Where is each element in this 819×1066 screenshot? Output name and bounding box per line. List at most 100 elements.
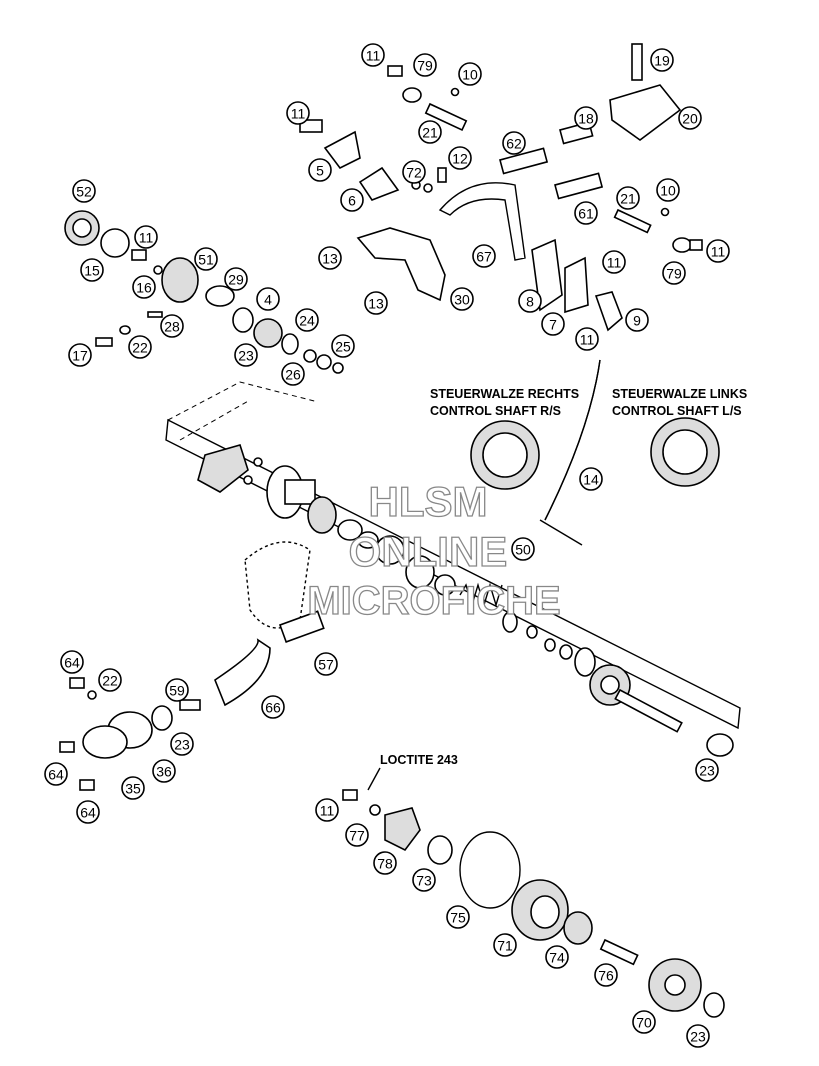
callout-number-11: 11	[139, 230, 154, 246]
callout-number-11: 11	[711, 244, 726, 260]
control-shaft-left	[650, 417, 720, 487]
callout-number-74: 74	[549, 950, 565, 966]
callout-number-57: 57	[318, 657, 334, 673]
callout-circle-23	[686, 1024, 710, 1048]
callout-circle-30	[450, 287, 474, 311]
callout-circle-9	[625, 308, 649, 332]
callout-number-50: 50	[515, 542, 531, 558]
callout-circle-28	[160, 314, 184, 338]
callout-circle-18	[574, 106, 598, 130]
callout-number-4: 4	[264, 292, 272, 308]
callout-circle-23	[695, 758, 719, 782]
callout-circle-52	[72, 179, 96, 203]
callout-number-23: 23	[174, 737, 190, 753]
callout-circle-25	[331, 334, 355, 358]
callout-number-23: 23	[699, 763, 715, 779]
callout-circle-77	[345, 823, 369, 847]
callout-circle-11	[315, 798, 339, 822]
control-shaft-left-de-label: STEUERWALZE LINKS	[612, 387, 747, 401]
left-cluster	[64, 210, 344, 374]
callout-number-11: 11	[320, 803, 335, 819]
callout-number-78: 78	[377, 856, 393, 872]
callout-number-17: 17	[72, 348, 88, 364]
callout-circle-67	[472, 244, 496, 268]
callout-circle-64	[76, 800, 100, 824]
callout-number-18: 18	[578, 111, 594, 127]
control-shaft-labels: STEUERWALZE RECHTS CONTROL SHAFT R/S STE…	[367, 387, 747, 791]
callout-circle-73	[412, 868, 436, 892]
callout-number-72: 72	[406, 165, 422, 181]
control-shaft-right-en-label: CONTROL SHAFT R/S	[430, 404, 561, 418]
main-shaft-assembly	[165, 381, 741, 757]
control-shaft-left-en-label: CONTROL SHAFT L/S	[612, 404, 742, 418]
callout-number-13: 13	[322, 251, 338, 267]
callout-number-61: 61	[578, 206, 594, 222]
callout-circle-22	[128, 335, 152, 359]
callout-circle-20	[678, 106, 702, 130]
callout-number-75: 75	[450, 910, 466, 926]
callout-circle-19	[650, 48, 674, 72]
callout-circle-74	[545, 945, 569, 969]
loctite-label: LOCTITE 243	[380, 753, 458, 767]
callout-number-73: 73	[416, 873, 432, 889]
callout-number-8: 8	[526, 294, 534, 310]
callout-circle-64	[60, 650, 84, 674]
callout-circle-16	[132, 275, 156, 299]
callout-circle-17	[68, 343, 92, 367]
callout-number-5: 5	[316, 163, 324, 179]
callout-number-59: 59	[169, 683, 185, 699]
callout-circle-14	[579, 467, 603, 491]
callout-number-21: 21	[620, 191, 636, 207]
callout-number-6: 6	[348, 193, 356, 209]
callout-circle-23	[234, 343, 258, 367]
upper-parts	[299, 43, 703, 521]
callout-circle-75	[446, 905, 470, 929]
callout-circle-5	[308, 158, 332, 182]
callout-circle-21	[418, 120, 442, 144]
callout-circle-26	[281, 362, 305, 386]
callout-circle-72	[402, 160, 426, 184]
callout-circle-24	[295, 308, 319, 332]
callout-group: 1179101911212056721262185215115129164281…	[44, 43, 730, 1048]
callout-number-20: 20	[682, 111, 698, 127]
callout-circle-8	[518, 289, 542, 313]
callout-circle-79	[662, 261, 686, 285]
callout-circle-23	[170, 732, 194, 756]
callout-circle-22	[98, 668, 122, 692]
callout-number-7: 7	[549, 317, 557, 333]
callout-circle-11	[286, 101, 310, 125]
callout-number-11: 11	[580, 332, 595, 348]
callout-number-77: 77	[349, 828, 365, 844]
bottom-pump-cluster	[342, 789, 725, 1018]
callout-circle-15	[80, 258, 104, 282]
callout-circle-79	[413, 53, 437, 77]
callout-number-11: 11	[607, 255, 622, 271]
callout-number-52: 52	[76, 184, 92, 200]
callout-number-28: 28	[164, 319, 180, 335]
callout-circle-13	[364, 291, 388, 315]
callout-circle-61	[574, 201, 598, 225]
callout-circle-66	[261, 695, 285, 719]
control-shaft-right	[470, 420, 540, 490]
lower-left-cluster	[59, 541, 325, 791]
callout-number-12: 12	[452, 151, 468, 167]
callout-circle-10	[458, 62, 482, 86]
callout-circle-62	[502, 131, 526, 155]
callout-number-9: 9	[633, 313, 641, 329]
callout-number-66: 66	[265, 700, 281, 716]
callout-circle-11	[361, 43, 385, 67]
callout-number-24: 24	[299, 313, 315, 329]
callout-number-62: 62	[506, 136, 522, 152]
callout-circle-11	[575, 327, 599, 351]
callout-number-10: 10	[660, 183, 676, 199]
callout-circle-50	[511, 537, 535, 561]
watermark-line-2: ONLINE	[349, 528, 508, 575]
callout-number-21: 21	[422, 125, 438, 141]
callout-number-64: 64	[80, 805, 96, 821]
watermark-line-1: HLSM	[369, 478, 488, 525]
callout-number-23: 23	[238, 348, 254, 364]
callout-number-10: 10	[462, 67, 478, 83]
callout-number-26: 26	[285, 367, 301, 383]
callout-number-11: 11	[291, 106, 306, 122]
